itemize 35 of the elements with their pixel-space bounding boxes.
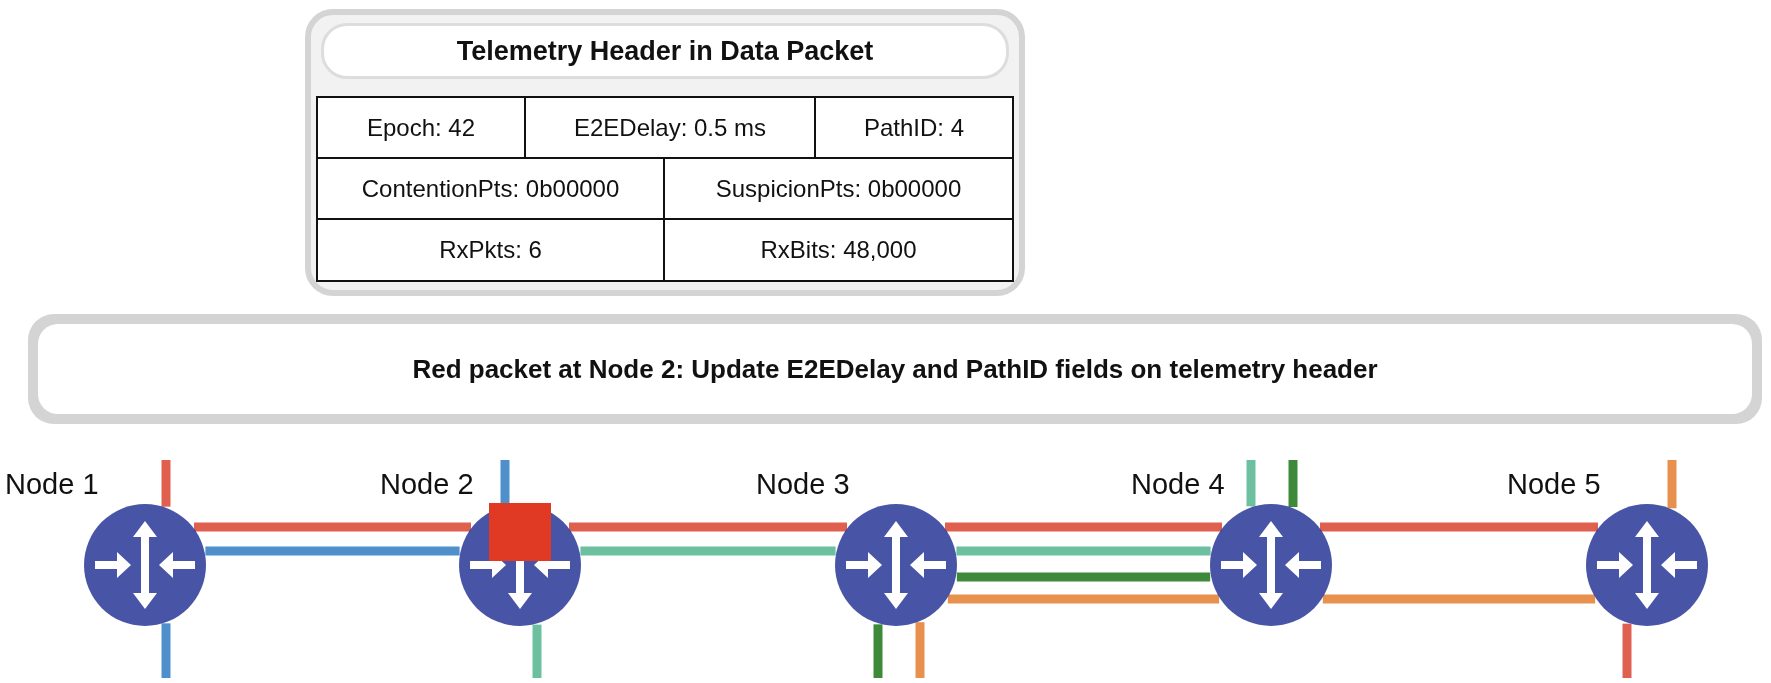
table-cell: ContentionPts: 0b00000 bbox=[316, 157, 665, 220]
path-line bbox=[1667, 460, 1677, 509]
table-cell: SuspicionPts: 0b00000 bbox=[663, 157, 1014, 220]
path-line bbox=[580, 546, 836, 556]
path-line bbox=[956, 546, 1211, 556]
banner bbox=[28, 314, 1762, 424]
path-line bbox=[194, 522, 471, 532]
path-line bbox=[945, 522, 1222, 532]
path-line bbox=[161, 460, 171, 507]
path-line bbox=[205, 546, 460, 556]
path-line bbox=[1320, 522, 1598, 532]
path-line bbox=[532, 624, 542, 678]
table-cell: Epoch: 42 bbox=[316, 96, 526, 159]
path-line bbox=[569, 522, 847, 532]
table-cell: PathID: 4 bbox=[814, 96, 1014, 159]
path-line bbox=[915, 622, 925, 678]
node-label: Node 1 bbox=[5, 468, 99, 501]
path-line bbox=[873, 624, 883, 678]
table-cell: RxBits: 48,000 bbox=[663, 218, 1014, 282]
card-title: Telemetry Header in Data Packet bbox=[456, 35, 874, 67]
path-line bbox=[1622, 623, 1632, 678]
path-line bbox=[1288, 460, 1298, 508]
path-line bbox=[956, 572, 1211, 582]
table-cell: RxPkts: 6 bbox=[316, 218, 665, 282]
node-label: Node 5 bbox=[1507, 468, 1601, 501]
node-label: Node 4 bbox=[1131, 468, 1225, 501]
path-line bbox=[1246, 460, 1256, 507]
node-label: Node 2 bbox=[380, 468, 474, 501]
path-line bbox=[161, 623, 171, 678]
banner-text: Red packet at Node 2: Update E2EDelay and PathID fields on telemetry header bbox=[412, 353, 1378, 385]
node-label: Node 3 bbox=[756, 468, 850, 501]
path-line bbox=[947, 594, 1220, 604]
path-line bbox=[1322, 594, 1596, 604]
table-cell: E2EDelay: 0.5 ms bbox=[524, 96, 816, 159]
path-line bbox=[500, 460, 510, 505]
